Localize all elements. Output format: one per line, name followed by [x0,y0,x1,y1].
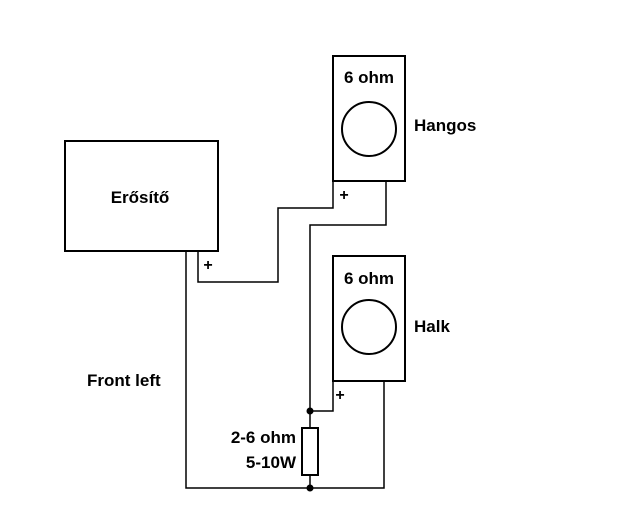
speaker-quiet: 6 ohm Halk + [332,255,450,404]
amplifier-label: Erősítő [111,188,170,207]
wire-amp-minus-return [185,251,385,489]
speaker-quiet-plus-terminal: + [335,387,344,404]
amplifier: Erősítő + [64,140,219,274]
speaker-loud-rating: 6 ohm [344,68,394,87]
resistor-body-icon [301,427,319,476]
resistor: 2-6 ohm 5-10W [231,427,319,476]
wire-loud-minus-to-resistor [309,181,387,411]
speaker-loud-name: Hangos [414,116,476,135]
wire-amp-plus-to-loud-plus [197,181,334,283]
speaker-loud: 6 ohm Hangos + [332,55,476,204]
amplifier-plus-terminal: + [203,257,212,274]
wire-resistor-to-quiet-plus [310,381,334,412]
resistor-value: 2-6 ohm [231,428,296,447]
amplifier-box [64,140,219,252]
resistor-power: 5-10W [246,453,297,472]
speaker-quiet-cone-icon [341,299,397,355]
speaker-quiet-name: Halk [414,317,450,336]
speaker-loud-cone-icon [341,101,397,157]
speaker-loud-plus-terminal: + [339,187,348,204]
junction-dot-top [306,407,314,415]
speaker-quiet-rating: 6 ohm [344,269,394,288]
junction-dot-bottom [306,484,314,492]
channel-label: Front left [87,371,161,390]
